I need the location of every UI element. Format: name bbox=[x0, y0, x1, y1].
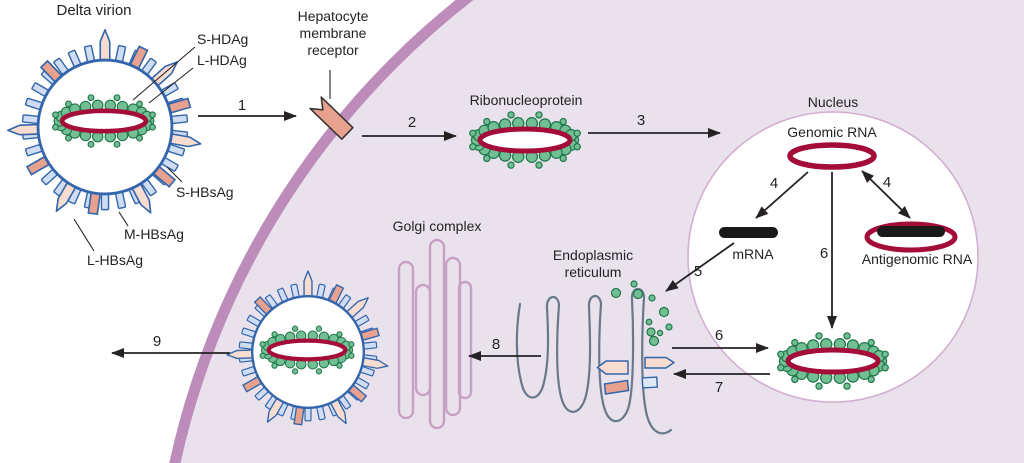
pointer-m-hbsag bbox=[118, 211, 129, 227]
arrow-step-4-mrna bbox=[755, 171, 809, 219]
antigenomic-rna-graphic bbox=[864, 221, 958, 253]
pointer-l-hbsag bbox=[73, 218, 95, 252]
golgi-complex-graphic bbox=[397, 238, 473, 430]
arrow-step-4-antigenomic bbox=[861, 170, 911, 219]
er-hbsag-proteins bbox=[596, 356, 675, 395]
pointer-s-hbsag bbox=[166, 166, 183, 183]
mrna-graphic bbox=[719, 227, 778, 238]
pointer-l-hdag bbox=[148, 67, 194, 104]
pointer-s-hdag bbox=[132, 46, 196, 101]
label-pointer-lines bbox=[73, 46, 331, 252]
delta-virion-graphic bbox=[8, 30, 202, 215]
hdag-protein-dots bbox=[610, 280, 673, 347]
membrane-receptor-graphic bbox=[309, 96, 354, 140]
step-arrows bbox=[111, 111, 911, 379]
genomic-rna-graphic bbox=[787, 142, 877, 170]
arrow-step-5 bbox=[665, 242, 735, 292]
